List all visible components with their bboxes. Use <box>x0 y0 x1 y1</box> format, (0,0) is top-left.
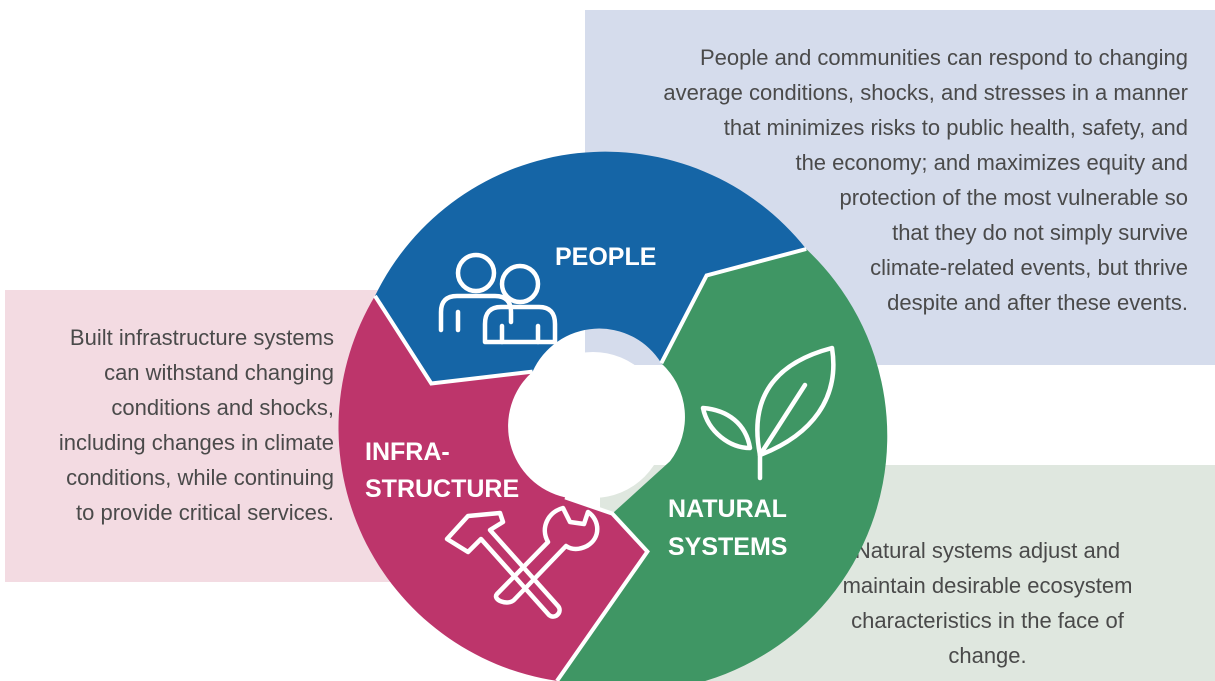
infrastructure-segment <box>338 295 648 681</box>
people-description: People and communities can respond to ch… <box>663 45 1188 315</box>
segment-divider <box>373 294 533 386</box>
natural-systems-label-line2: SYSTEMS <box>668 533 787 561</box>
natural-systems-description: Natural systems adjust and maintain desi… <box>842 538 1133 668</box>
people-icon <box>438 252 558 345</box>
hammer-wrench-icon <box>444 505 600 619</box>
infrastructure-label-line2: STRUCTURE <box>365 475 519 503</box>
segment-divider <box>555 495 650 681</box>
wheel-center <box>520 352 666 498</box>
infrastructure-label-line1: INFRA- <box>365 438 450 466</box>
natural-systems-label-line1: NATURAL <box>668 495 787 523</box>
segment-divider <box>659 247 807 365</box>
leaf-icon <box>700 345 836 481</box>
infrastructure-description: Built infrastructure systems can withsta… <box>58 325 334 525</box>
people-label: PEOPLE <box>555 243 656 271</box>
